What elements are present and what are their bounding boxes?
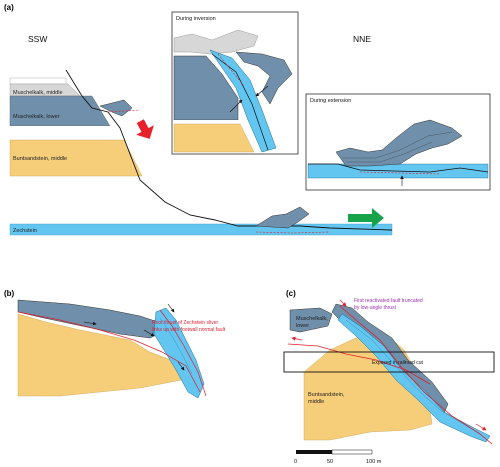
layer-top-white xyxy=(9,77,67,85)
layer-muschelkalk-lower xyxy=(9,95,111,127)
inversion-fault xyxy=(211,53,269,151)
c-note-line2: by low-angle thrust xyxy=(354,305,397,311)
scale-bar: 0 50 100 m xyxy=(294,449,382,465)
c-railroad-cut-box xyxy=(283,351,495,373)
b-arrow-4 xyxy=(177,361,185,371)
c-note-line1: First reactivated fault truncated xyxy=(354,298,423,304)
slid-block-upper xyxy=(99,99,133,117)
panel-c: (c) Exposed in railroad cut Muschelkalk,… xyxy=(283,289,495,445)
c-buntsandstein-label-1: Buntsandstein, xyxy=(308,392,345,398)
topographic-profile xyxy=(65,69,393,231)
extension-slide-block xyxy=(335,119,463,167)
thrust-trace-upper xyxy=(107,109,141,113)
c-bedding xyxy=(345,319,471,429)
c-buntsandstein-label-2: middle xyxy=(308,399,324,405)
scale-label-zero: 0 xyxy=(294,459,297,465)
layer-buntsandstein-middle xyxy=(9,139,143,177)
c-exposed-label: Exposed in railroad cut xyxy=(372,360,423,366)
direction-label-nne: NNE xyxy=(353,34,371,44)
red-arrow-uplift xyxy=(136,119,154,139)
panel-a: (a) SSW NNE Muschelkalk, middle Muschelk… xyxy=(4,3,491,236)
thrust-trace-a xyxy=(255,231,331,234)
b-bedding xyxy=(159,317,193,375)
c-zechstein xyxy=(337,313,491,443)
label-muschelkalk-middle: Muschelkalk, middle xyxy=(13,90,63,96)
green-arrow-extension xyxy=(348,208,384,228)
c-muschelkalk-block xyxy=(289,307,333,333)
c-reactivated-fault xyxy=(339,305,493,445)
inversion-muschelkalk-middle xyxy=(173,29,259,55)
b-note-line1: Roof thrust of Zechstein sliver xyxy=(152,320,218,326)
b-arrow-2 xyxy=(143,329,155,337)
label-zechstein: Zechstein xyxy=(13,228,37,234)
extension-bedding xyxy=(342,131,453,159)
inset-extension: During extension xyxy=(305,93,491,191)
extension-detachment xyxy=(308,163,489,173)
inset-extension-title: During extension xyxy=(310,98,351,104)
scale-label-end: 100 m xyxy=(366,459,382,465)
b-arrow-3 xyxy=(167,303,175,313)
inversion-arrow-2 xyxy=(229,99,243,113)
layer-zechstein xyxy=(9,223,393,236)
extension-thrust-trace xyxy=(359,171,441,175)
direction-label-ssw: SSW xyxy=(28,34,47,44)
b-thrust-fault xyxy=(17,311,201,393)
c-muschelkalk-label-2: lower xyxy=(296,323,309,329)
slid-block-lower xyxy=(255,206,310,229)
panel-label-a: (a) xyxy=(4,3,14,12)
inversion-arrow-1 xyxy=(255,85,269,97)
panel-label-c: (c) xyxy=(286,289,296,298)
panel-b: (b) Roof thrust of Zechstein sliver link… xyxy=(4,289,226,399)
c-arrow-3 xyxy=(475,423,487,431)
inversion-buntsandstein xyxy=(173,123,255,153)
scale-segment-1 xyxy=(296,450,332,454)
panel-label-b: (b) xyxy=(4,289,15,298)
label-muschelkalk-lower: Muschelkalk, lower xyxy=(13,114,60,120)
extension-bedding-2 xyxy=(346,141,433,163)
c-arrow-1 xyxy=(291,336,303,341)
inset-inversion: During inversion xyxy=(171,11,299,155)
label-buntsandstein-middle: Buntsandstein, middle xyxy=(13,156,67,162)
c-arrow-2 xyxy=(339,299,347,307)
scale-segment-2 xyxy=(331,449,373,455)
inversion-hanging-block xyxy=(235,51,293,105)
b-buntsandstein xyxy=(17,313,193,397)
inset-inversion-title: During inversion xyxy=(176,16,216,22)
scale-label-mid: 50 xyxy=(327,459,333,465)
c-muschelkalk-label-1: Muschelkalk, xyxy=(296,316,328,322)
b-arrow-1 xyxy=(83,321,97,326)
b-note-line2: links up with footwall normal fault xyxy=(152,327,226,333)
b-normal-fault xyxy=(159,309,207,397)
